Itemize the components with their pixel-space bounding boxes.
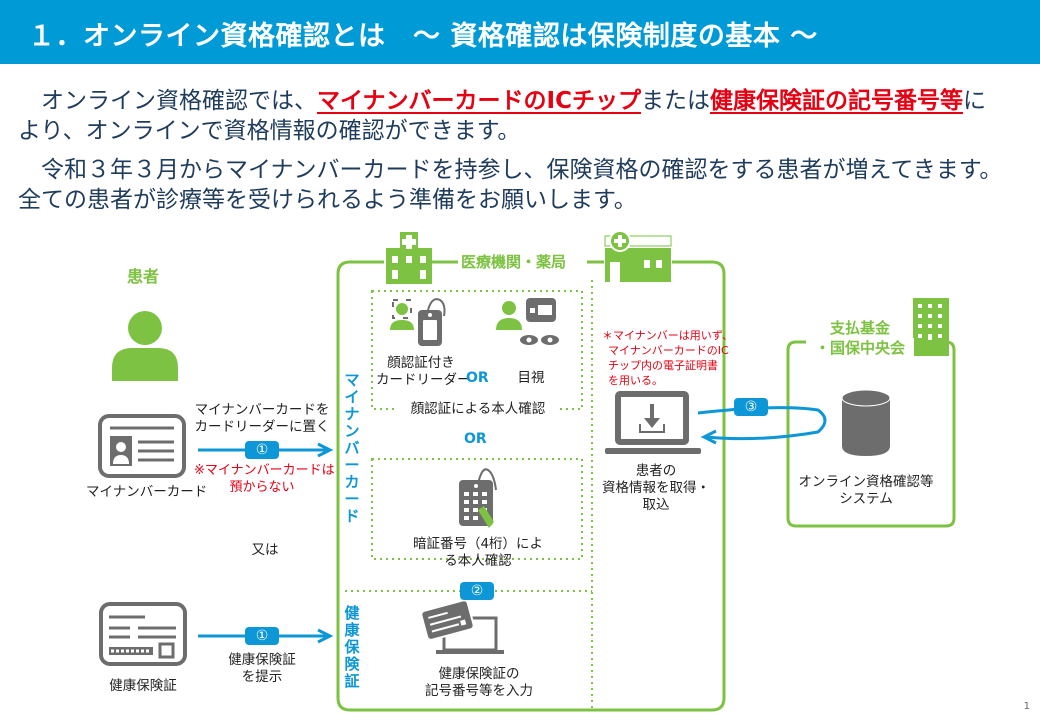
- face-auth-reader-icon: [390, 298, 446, 346]
- note-line: マイナンバーカードのIC: [608, 344, 729, 357]
- card-not-kept-note: ※マイナンバーカードは 預からない: [194, 462, 335, 496]
- patient-person-icon: [112, 311, 178, 381]
- step-2-badge: ②: [460, 582, 494, 600]
- card-action-line: マイナンバーカードを: [194, 402, 330, 418]
- retrieve-line: 資格情報を取得・: [602, 480, 710, 496]
- payer-frame: [786, 340, 956, 528]
- or-label: 又は: [251, 542, 279, 558]
- card-note-line: 預からない: [229, 480, 295, 495]
- pin-auth-box: [371, 458, 583, 560]
- page-number: 1: [1023, 701, 1030, 712]
- page-title: １．オンライン資格確認とは ～ 資格確認は保険制度の基本 ～: [28, 21, 818, 52]
- visual-check-icon: [496, 298, 559, 345]
- system-label-line: オンライン資格確認等: [798, 474, 934, 490]
- intro-text: に: [962, 88, 986, 114]
- payer-label-line: 支払基金: [829, 319, 890, 337]
- retrieve-line: 患者の: [635, 463, 677, 479]
- facility-label: 医療機関・薬局: [461, 253, 567, 271]
- step-3-badge: ③: [734, 398, 768, 416]
- card-action-line: カードリーダーに置く: [194, 419, 330, 435]
- insurance-input-laptop-icon: [420, 599, 504, 654]
- facility-frame: [336, 260, 726, 712]
- hospital-icon: [386, 232, 432, 284]
- intro-text: オンライン資格確認では、: [18, 88, 317, 114]
- intro-paragraph-1: オンライン資格確認では、マイナンバーカードのICチップまたは健康保険証の記号番号…: [18, 84, 986, 118]
- highlight-insurance-number: 健康保険証の記号番号等: [709, 88, 963, 114]
- note-line: チップ内の電子証明書: [608, 359, 718, 372]
- pharmacy-icon: [604, 230, 672, 282]
- pin-auth-line: る本人確認: [444, 553, 512, 569]
- face-reader-label: 顔認証付き カードリーダー: [376, 355, 471, 389]
- patient-label: 患者: [127, 267, 160, 286]
- database-icon: [841, 389, 891, 456]
- intro-paragraph-1-line2: より、オンラインで資格情報の確認ができます。: [18, 118, 521, 144]
- pin-pad-icon: [459, 468, 497, 528]
- insurance-action-line: を提示: [241, 669, 283, 685]
- header-bar: [0, 0, 1040, 64]
- intro-text: または: [640, 88, 710, 114]
- step-1-badge-insurance: ①: [245, 627, 279, 645]
- mynumber-card-icon: [98, 414, 186, 478]
- insurance-input-line: 健康保険証の: [438, 666, 520, 682]
- download-laptop-icon: [605, 391, 701, 454]
- office-building-icon: [913, 298, 949, 356]
- pin-auth-line: 暗証番号（4桁）によ: [412, 536, 544, 553]
- intro-paragraph-2-line2: 全ての患者が診療等を受けられるよう準備をお願いします。: [18, 187, 637, 213]
- or-divider-1: OR: [466, 370, 489, 386]
- highlight-mynumber-ic: マイナンバーカードのICチップ: [317, 88, 641, 114]
- step-1-badge-card: ①: [245, 441, 279, 459]
- insurance-card-icon: [99, 602, 187, 666]
- insurance-input-label: 健康保険証の 記号番号等を入力: [404, 666, 554, 700]
- face-auth-caption: 顔認証による本人確認: [396, 401, 560, 418]
- system-label-line: システム: [839, 491, 893, 507]
- payer-label: 支払基金 ・国保中央会: [806, 318, 914, 358]
- intro-paragraph-2: 令和３年３月からマイナンバーカードを持参し、保険資格の確認をする患者が増えてきま…: [18, 157, 1003, 183]
- system-label: オンライン資格確認等 システム: [796, 474, 936, 508]
- insurance-card-vertical-label: 健康保険証: [344, 604, 360, 690]
- pin-auth-label: 暗証番号（4桁）によ る本人確認: [386, 536, 570, 570]
- face-reader-line: 顔認証付き: [387, 355, 455, 371]
- mynumber-card-vertical-label: マイナンバーカード: [344, 371, 360, 525]
- mynumber-card-label: マイナンバーカード: [86, 484, 208, 500]
- retrieve-info-label: 患者の 資格情報を取得・ 取込: [596, 463, 716, 514]
- note-line: ＊マイナンバーは用いず、: [602, 329, 734, 342]
- retrieve-line: 取込: [642, 497, 670, 513]
- payer-label-line: ・国保中央会: [806, 338, 914, 358]
- insurance-action-label: 健康保険証 を提示: [208, 652, 316, 686]
- card-note-line: ※マイナンバーカードは: [194, 463, 335, 478]
- note-line: を用いる。: [608, 374, 663, 387]
- insurance-card-label: 健康保険証: [109, 678, 177, 694]
- face-reader-line: カードリーダー: [376, 372, 471, 388]
- insurance-input-line: 記号番号等を入力: [425, 683, 533, 699]
- electronic-certificate-note: ＊マイナンバーは用いず、 マイナンバーカードのIC チップ内の電子証明書 を用い…: [602, 328, 733, 388]
- visual-check-label: 目視: [517, 370, 545, 386]
- card-action-label: マイナンバーカードを カードリーダーに置く: [194, 402, 330, 436]
- insurance-action-line: 健康保険証: [228, 652, 296, 668]
- or-divider-2: OR: [464, 431, 487, 447]
